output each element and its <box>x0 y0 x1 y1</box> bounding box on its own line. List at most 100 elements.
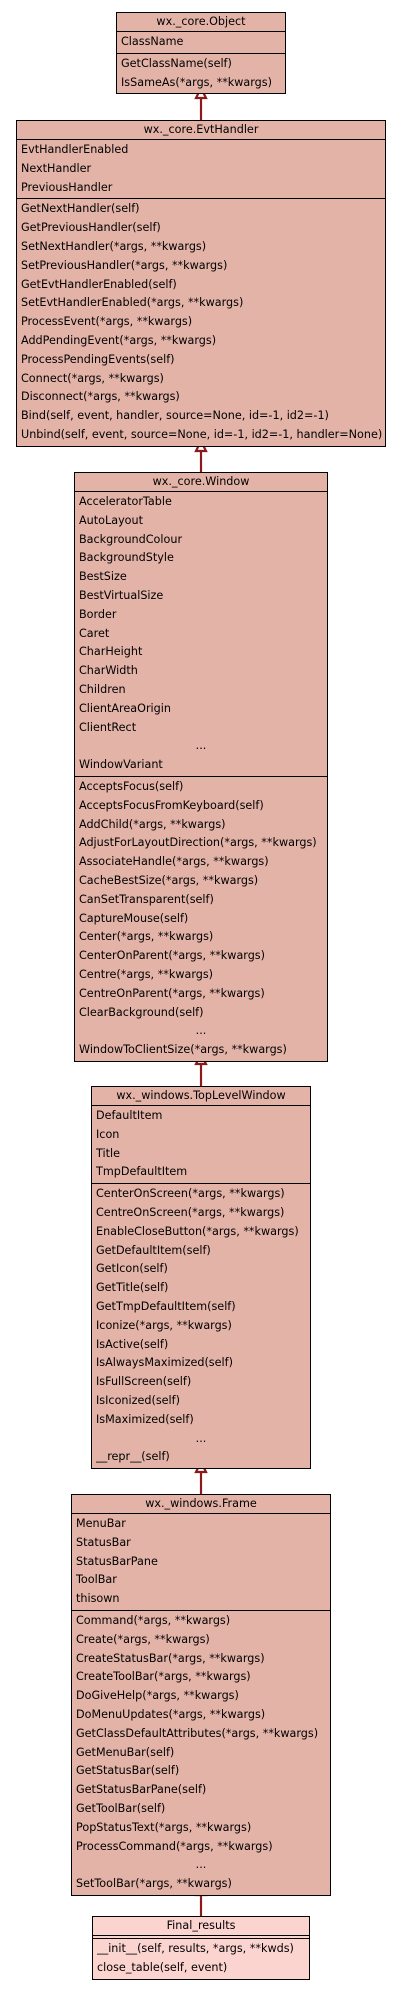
method-row: IsFullScreen(self) <box>96 1375 192 1389</box>
attribute-row: MenuBar <box>76 1517 126 1530</box>
attribute-row: CharWidth <box>79 664 138 678</box>
method-row: ClearBackground(self) <box>79 1005 204 1019</box>
method-row: GetMenuBar(self) <box>76 1745 175 1759</box>
method-row: GetPreviousHandler(self) <box>21 221 161 235</box>
method-section: GetClassName(self) IsSameAs(*args, **kwar… <box>117 54 285 94</box>
method-row: CenterOnParent(*args, **kwargs) <box>79 949 265 963</box>
attribute-row: DefaultItem <box>96 1109 163 1122</box>
method-row: CreateToolBar(*args, **kwargs) <box>76 1670 251 1684</box>
attribute-row: thisown <box>76 1592 120 1606</box>
attribute-row: Title <box>96 1146 120 1160</box>
method-row: CentreOnScreen(*args, **kwargs) <box>96 1205 285 1219</box>
method-row: CenterOnScreen(*args, **kwargs) <box>96 1187 285 1201</box>
method-row: IsActive(self) <box>96 1337 169 1351</box>
attribute-row: AutoLayout <box>79 513 144 527</box>
attribute-row: ... <box>195 739 207 753</box>
attribute-row: PreviousHandler <box>21 180 113 194</box>
method-row: IsIconized(self) <box>96 1393 180 1407</box>
method-row: ProcessPendingEvents(self) <box>21 352 175 366</box>
method-section: AcceptsFocus(self)AcceptsFocusFromKeyboa… <box>75 777 327 1061</box>
method-row: GetClassName(self) <box>121 56 232 70</box>
method-row: CacheBestSize(*args, **kwargs) <box>79 873 259 887</box>
attribute-row: StatusBar <box>76 1535 131 1549</box>
method-row: WindowToClientSize(*args, **kwargs) <box>79 1043 287 1057</box>
attribute-row: StatusBarPane <box>76 1554 158 1568</box>
method-row: AddChild(*args, **kwargs) <box>79 817 226 831</box>
method-row: EnableCloseButton(*args, **kwargs) <box>96 1224 299 1238</box>
attribute-row: CharHeight <box>79 645 143 659</box>
method-row: SetToolBar(*args, **kwargs) <box>76 1877 232 1891</box>
class-name: wx._core.Object <box>117 13 285 32</box>
attribute-row: BestVirtualSize <box>79 588 164 602</box>
attribute-row: NextHandler <box>21 161 92 175</box>
method-row: IsSameAs(*args, **kwargs) <box>121 75 272 89</box>
attribute-row: EvtHandlerEnabled <box>21 143 129 156</box>
method-row: Create(*args, **kwargs) <box>76 1632 210 1646</box>
method-row: IsMaximized(self) <box>96 1412 194 1426</box>
attribute-row: BestSize <box>79 570 127 584</box>
method-row: DoGiveHelp(*args, **kwargs) <box>76 1689 239 1703</box>
attribute-section <box>93 1936 309 1939</box>
method-row: Connect(*args, **kwargs) <box>21 371 164 385</box>
method-row: ProcessEvent(*args, **kwargs) <box>21 315 193 329</box>
attribute-section: ClassName <box>117 32 285 54</box>
method-section: CenterOnScreen(*args, **kwargs) CentreOnS… <box>92 1184 310 1468</box>
attribute-row: ClientAreaOrigin <box>79 701 171 715</box>
method-row: GetToolBar(self) <box>76 1801 166 1815</box>
method-row: Unbind(self, event, source=None, id=-1, … <box>21 427 383 441</box>
method-row: CanSetTransparent(self) <box>79 892 214 906</box>
method-row: GetStatusBarPane(self) <box>76 1783 207 1797</box>
method-row: Disconnect(*args, **kwargs) <box>21 390 180 404</box>
method-row: ... <box>195 1431 207 1445</box>
method-row: GetStatusBar(self) <box>76 1764 180 1778</box>
method-row: Iconize(*args, **kwargs) <box>96 1318 232 1332</box>
method-row: __repr__(self) <box>96 1450 170 1464</box>
method-row: AssociateHandle(*args, **kwargs) <box>79 855 269 869</box>
method-row: AdjustForLayoutDirection(*args, **kwargs… <box>79 836 317 850</box>
attribute-row: TmpDefaultItem <box>96 1165 188 1179</box>
method-row: CaptureMouse(self) <box>79 911 189 925</box>
method-row: GetTitle(self) <box>96 1281 169 1295</box>
method-row: ... <box>195 1858 207 1872</box>
method-row: GetNextHandler(self) <box>21 202 140 216</box>
attribute-row: Caret <box>79 626 110 640</box>
method-row: ... <box>195 1024 207 1038</box>
method-row: close_table(self, event) <box>97 1960 228 1974</box>
attribute-row: BackgroundStyle <box>79 551 174 565</box>
attribute-row: AcceleratorTable <box>79 495 172 508</box>
attribute-row: WindowVariant <box>79 758 163 772</box>
attribute-row: Children <box>79 682 126 696</box>
method-row: Command(*args, **kwargs) <box>76 1613 231 1627</box>
method-row: GetDefaultItem(self) <box>96 1243 211 1257</box>
class-name: wx._windows.TopLevelWindow <box>92 1087 310 1106</box>
method-row: AddPendingEvent(*args, **kwargs) <box>21 333 217 347</box>
class-name: wx._windows.Frame <box>72 1495 330 1514</box>
method-row: Center(*args, **kwargs) <box>79 930 214 944</box>
method-row: GetIcon(self) <box>96 1262 168 1276</box>
method-section: Command(*args, **kwargs) Create(*args, **… <box>72 1611 330 1895</box>
attribute-row: ClientRect <box>79 720 137 734</box>
attribute-row: Icon <box>96 1127 120 1141</box>
method-row: SetNextHandler(*args, **kwargs) <box>21 239 207 253</box>
method-row: Centre(*args, **kwargs) <box>79 967 214 981</box>
method-row: GetTmpDefaultItem(self) <box>96 1299 236 1313</box>
method-row: IsAlwaysMaximized(self) <box>96 1356 233 1370</box>
method-section: GetNextHandler(self) GetPreviousHandler(s… <box>17 199 385 445</box>
method-row: AcceptsFocus(self) <box>79 779 184 793</box>
attribute-row: ClassName <box>121 35 184 48</box>
method-row: __init__(self, results, *args, **kwds) <box>97 1942 294 1955</box>
method-row: SetPreviousHandler(*args, **kwargs) <box>21 258 228 272</box>
method-row: SetEvtHandlerEnabled(*args, **kwargs) <box>21 296 244 310</box>
method-row: PopStatusText(*args, **kwargs) <box>76 1820 252 1834</box>
class-name: wx._core.Window <box>75 473 327 492</box>
method-row: CentreOnParent(*args, **kwargs) <box>79 986 265 1000</box>
